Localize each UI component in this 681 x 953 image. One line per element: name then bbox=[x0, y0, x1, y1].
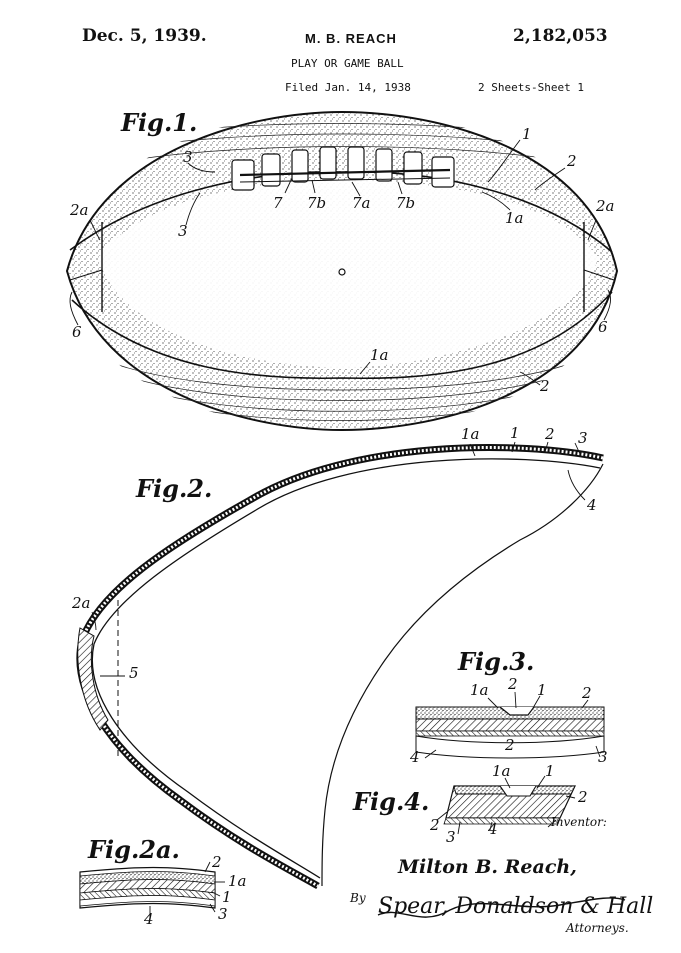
patent-title: PLAY OR GAME BALL bbox=[291, 57, 404, 70]
ref-4-fig4: 4 bbox=[488, 820, 498, 838]
ref-6-right: 6 bbox=[598, 318, 608, 336]
fig1-label: Fig.1. bbox=[121, 108, 198, 137]
ref-7b-right: 7b bbox=[396, 194, 416, 212]
inventor-heading: M. B. REACH bbox=[305, 31, 397, 46]
inventor-label: Inventor: bbox=[551, 815, 607, 829]
ref-5: 5 bbox=[129, 664, 139, 682]
ref-1a-fig4: 1a bbox=[492, 762, 511, 780]
ref-1a-fig1-upper: 1a bbox=[505, 209, 524, 227]
ref-1a-fig3: 1a bbox=[470, 681, 489, 699]
inventor-name: Milton B. Reach, bbox=[398, 856, 577, 878]
ref-2-fig3-mid: 2 bbox=[508, 675, 518, 693]
fig2a-label: Fig.2a. bbox=[88, 835, 180, 864]
ref-3-fig1-lower: 3 bbox=[178, 222, 188, 240]
ref-1-fig1: 1 bbox=[522, 125, 532, 143]
fig1-football bbox=[65, 110, 619, 432]
patent-date: Dec. 5, 1939. bbox=[82, 26, 207, 46]
ref-3-fig2: 3 bbox=[578, 429, 588, 447]
ref-3-fig2a: 3 bbox=[218, 905, 228, 923]
ref-6-left: 6 bbox=[72, 323, 82, 341]
ref-2a-fig1-right: 2a bbox=[596, 197, 615, 215]
ref-1-fig4: 1 bbox=[545, 762, 555, 780]
ref-3-fig4: 3 bbox=[446, 828, 456, 846]
fig3-section bbox=[415, 691, 605, 759]
ref-7b-left: 7b bbox=[307, 194, 327, 212]
ref-1-fig2a: 1 bbox=[222, 888, 232, 906]
ref-1-fig3: 1 bbox=[537, 681, 547, 699]
ref-2-fig1-top: 2 bbox=[567, 152, 577, 170]
ref-3-fig1-upper: 3 bbox=[183, 148, 193, 166]
ref-1a-fig1-lower: 1a bbox=[370, 346, 389, 364]
ref-2a-fig2: 2a bbox=[72, 594, 91, 612]
ref-4-fig3: 4 bbox=[410, 748, 420, 766]
ref-2-fig3-right: 2 bbox=[582, 684, 592, 702]
ref-3-fig3: 3 bbox=[598, 748, 608, 766]
ref-7: 7 bbox=[273, 194, 283, 212]
ref-2-fig4-right: 2 bbox=[578, 788, 588, 806]
fig4-section bbox=[436, 775, 576, 835]
attorneys-signature: Spear, Donaldson & Hall bbox=[378, 894, 654, 919]
ref-2a-fig1-left: 2a bbox=[70, 201, 89, 219]
ref-7a: 7a bbox=[352, 194, 371, 212]
fig2a-section bbox=[79, 861, 225, 918]
ref-2-fig3-bottom: 2 bbox=[505, 736, 515, 754]
ref-1a-fig2: 1a bbox=[461, 425, 480, 443]
ref-2-fig2: 2 bbox=[545, 425, 555, 443]
ref-4-fig2: 4 bbox=[587, 496, 597, 514]
signature-flourish bbox=[377, 897, 626, 918]
patent-number: 2,182,053 bbox=[513, 26, 608, 46]
lace-group bbox=[231, 146, 455, 191]
ref-1a-fig2a: 1a bbox=[228, 872, 247, 890]
sheet-count: 2 Sheets-Sheet 1 bbox=[478, 81, 584, 94]
attorneys-label: Attorneys. bbox=[566, 921, 629, 935]
fig2-label: Fig.2. bbox=[136, 474, 213, 503]
filed-date: Filed Jan. 14, 1938 bbox=[285, 81, 411, 94]
ref-1-fig2: 1 bbox=[510, 424, 520, 442]
fig3-label: Fig.3. bbox=[458, 647, 535, 676]
ref-4-fig2a: 4 bbox=[144, 910, 154, 928]
fig2-section bbox=[76, 441, 604, 890]
ref-2-fig4-left: 2 bbox=[430, 816, 440, 834]
fig4-label: Fig.4. bbox=[353, 787, 430, 816]
ref-2-fig1-bottom: 2 bbox=[540, 377, 550, 395]
ref-2-fig2a: 2 bbox=[212, 853, 222, 871]
by-label: By bbox=[350, 891, 366, 905]
